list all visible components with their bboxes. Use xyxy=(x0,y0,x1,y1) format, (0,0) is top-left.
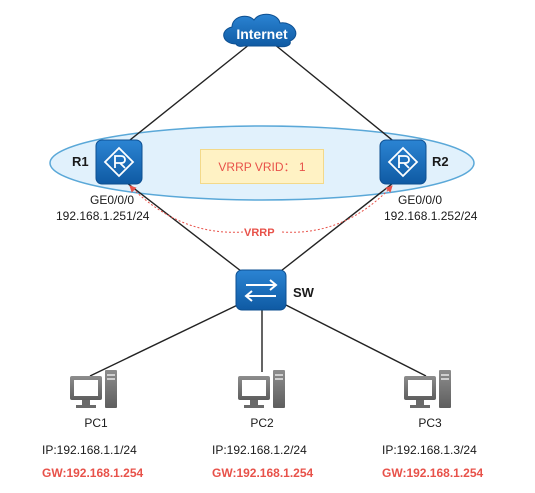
pc2-name: PC2 xyxy=(250,416,274,430)
pc-icon xyxy=(404,370,451,408)
internet-cloud-icon xyxy=(223,13,297,48)
pc1-gateway: GW:192.168.1.254 xyxy=(42,466,144,480)
pc2-ip: IP:192.168.1.2/24 xyxy=(212,443,307,457)
router-r2-interface: GE0/0/0 xyxy=(398,193,443,207)
pc3-gateway: GW:192.168.1.254 xyxy=(382,466,484,480)
router-r1-interface: GE0/0/0 xyxy=(90,193,135,207)
pc-icon xyxy=(70,370,117,408)
router-r1-ip: 192.168.1.251/24 xyxy=(56,209,150,223)
switch-name: SW xyxy=(293,285,314,300)
internet-label: Internet xyxy=(236,26,288,42)
vrrp-vrid-label: VRRP VRID： 1 xyxy=(218,160,306,174)
pc-icon xyxy=(238,370,285,408)
vrrp-link-label: VRRP xyxy=(244,227,275,239)
vrrp-arrow-right xyxy=(281,185,393,233)
pc3-ip: IP:192.168.1.3/24 xyxy=(382,443,477,457)
vrrp-vrid-box: VRRP VRID： 1 xyxy=(200,149,324,184)
pc3-name: PC3 xyxy=(418,416,442,430)
switch-icon xyxy=(235,269,287,311)
link-sw-pc3 xyxy=(275,299,427,377)
link-r1-sw xyxy=(117,175,251,279)
link-internet-r2 xyxy=(273,43,403,149)
router-icon xyxy=(95,139,143,185)
link-r2-sw xyxy=(271,175,403,279)
vrrp-arrow-left xyxy=(129,185,244,233)
pc1-ip: IP:192.168.1.1/24 xyxy=(42,443,137,457)
router-r2-name: R2 xyxy=(432,154,449,169)
pc1-name: PC1 xyxy=(84,416,108,430)
router-r1-name: R1 xyxy=(72,154,89,169)
link-internet-r1 xyxy=(119,43,251,149)
router-r2-ip: 192.168.1.252/24 xyxy=(384,209,478,223)
router-icon xyxy=(379,139,427,185)
pc2-gateway: GW:192.168.1.254 xyxy=(212,466,314,480)
link-sw-pc1 xyxy=(89,299,249,377)
